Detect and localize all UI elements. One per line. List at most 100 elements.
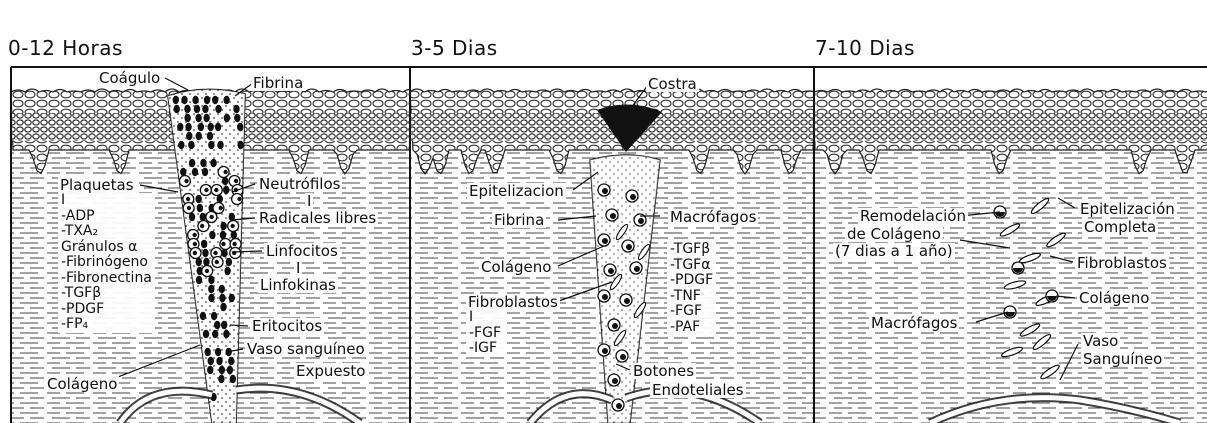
plaquetas-product-1: -ADP <box>61 209 152 225</box>
neutrophil-nucleus <box>214 188 218 192</box>
erythrocyte <box>226 258 232 266</box>
erythrocyte <box>189 159 195 167</box>
macrofagos-products: -TGFβ-TGFα-PDGF-TNF-FGF-PAF <box>667 242 716 335</box>
fibroblastos-products: I-FGF-IGF <box>466 310 504 357</box>
neutrophil-nucleus <box>184 179 188 183</box>
erythrocyte <box>219 366 225 374</box>
panel-2-title: 3-5 Dias <box>411 37 498 59</box>
plaquetas-products: I-ADP-TXA₂Gránulos α-Fibrinógeno-Fibrone… <box>58 193 155 333</box>
erythrocyte <box>230 375 236 383</box>
erythrocyte <box>217 141 223 149</box>
erythrocyte <box>174 105 180 113</box>
erythrocyte <box>214 321 220 329</box>
erythrocyte <box>204 348 210 356</box>
neutrophil-nucleus <box>223 170 227 174</box>
fibroblastos-label-3: Fibroblastos <box>1075 255 1169 271</box>
neutrophil-nucleus <box>187 206 191 210</box>
neutrophil-nucleus <box>193 251 197 255</box>
neutrophil-nucleus <box>192 233 196 237</box>
erythrocyte <box>208 357 214 365</box>
macrophage-nucleus <box>610 213 616 219</box>
erythrocyte <box>234 114 240 122</box>
neutrophil-nucleus <box>209 215 213 219</box>
vaso-expuesto-label: Vaso sanguíneo <box>245 341 367 357</box>
macrophage-nucleus <box>616 403 622 409</box>
erythrocyte <box>207 132 213 140</box>
neutrophil-nucleus <box>205 269 209 273</box>
erythrocyte <box>237 123 243 131</box>
colageno-label-2: Colágeno <box>479 259 553 275</box>
plaquetas-product-0: I <box>61 193 152 209</box>
erythrocyte <box>220 222 226 230</box>
fibroblastos-label: Fibroblastos <box>466 294 560 310</box>
sanguineo-label-3: Sanguíneo <box>1081 351 1164 367</box>
epitelizacion-label: Epitelizacion <box>467 183 566 199</box>
erythrocyte <box>197 204 203 212</box>
erythrocyte <box>229 294 235 302</box>
erythrocyte <box>177 123 183 131</box>
erythrocyte <box>215 123 221 131</box>
erythrocyte <box>204 96 210 104</box>
macrophage-nucleus <box>602 188 608 194</box>
erythrocyte <box>188 141 194 149</box>
neutrophil-nucleus <box>219 206 223 210</box>
erythrocyte <box>195 195 201 203</box>
epitelizacion-completa-label: Epitelización <box>1078 201 1177 217</box>
duracion-label: (7 dias a 1 año) <box>833 243 955 259</box>
erythrocyte <box>202 168 208 176</box>
erythrocyte <box>208 123 214 131</box>
erythrocyte <box>208 285 214 293</box>
erythrocyte <box>192 96 198 104</box>
erythrocyte <box>219 294 225 302</box>
erythrocyte <box>173 96 179 104</box>
erythrocyte <box>200 159 206 167</box>
erythrocyte <box>178 141 184 149</box>
erythrocyte <box>207 366 213 374</box>
completa-label: Completa <box>1082 219 1158 235</box>
erythrocyte <box>224 114 230 122</box>
erythrocyte <box>208 276 214 284</box>
erythrocyte <box>237 141 243 149</box>
linfocitos-separator: I <box>294 260 302 276</box>
macrophage-nucleus <box>620 354 626 360</box>
macrofagos-product-2: -PDGF <box>670 273 713 289</box>
macrofagos-product-1: -TGFα <box>670 258 713 274</box>
panel-1-title: 0-12 Horas <box>8 37 123 59</box>
neutrofilos-label: Neutrófilos <box>257 176 342 192</box>
eritocitos-label: Eritocitos <box>250 318 324 334</box>
macrofagos-product-5: -PAF <box>670 320 713 336</box>
endoteliales-label: Endoteliales <box>650 382 746 398</box>
radicales-label: Radicales libres <box>257 210 378 226</box>
leader-line <box>165 78 188 90</box>
erythrocyte <box>223 330 229 338</box>
neutrophil-nucleus <box>237 197 241 201</box>
erythrocyte <box>233 105 239 113</box>
neutrophil-nucleus <box>200 224 204 228</box>
neutrophil-nucleus <box>234 179 238 183</box>
fibrina-label: Fibrina <box>251 75 305 91</box>
erythrocyte <box>184 105 190 113</box>
neutrophil-nucleus <box>221 242 225 246</box>
vaso-label-3: Vaso <box>1081 333 1120 349</box>
erythrocyte <box>194 105 200 113</box>
macrophage-nucleus <box>602 238 608 244</box>
plaquetas-label: Plaquetas <box>58 177 136 193</box>
erythrocyte <box>202 249 208 257</box>
colageno-label-3: Colágeno <box>1077 290 1151 306</box>
erythrocyte <box>209 231 215 239</box>
neutrophil-nucleus <box>230 224 234 228</box>
botones-label: Botones <box>631 363 696 379</box>
erythrocyte <box>184 114 190 122</box>
macrophage-nucleus <box>612 323 618 329</box>
de-colageno-label: de Colágeno <box>845 226 943 242</box>
costra-label: Costra <box>646 76 699 92</box>
remodelacion-label: Remodelación <box>858 208 968 224</box>
plaquetas-product-6: -TGFβ <box>61 286 152 302</box>
erythrocyte <box>189 213 195 221</box>
macrophage-nucleus <box>602 294 608 300</box>
erythrocyte <box>211 312 217 320</box>
linfocitos-label: Linfocitos <box>264 243 340 259</box>
macrophage-nucleus <box>626 244 632 250</box>
basal-layer <box>814 113 1207 141</box>
